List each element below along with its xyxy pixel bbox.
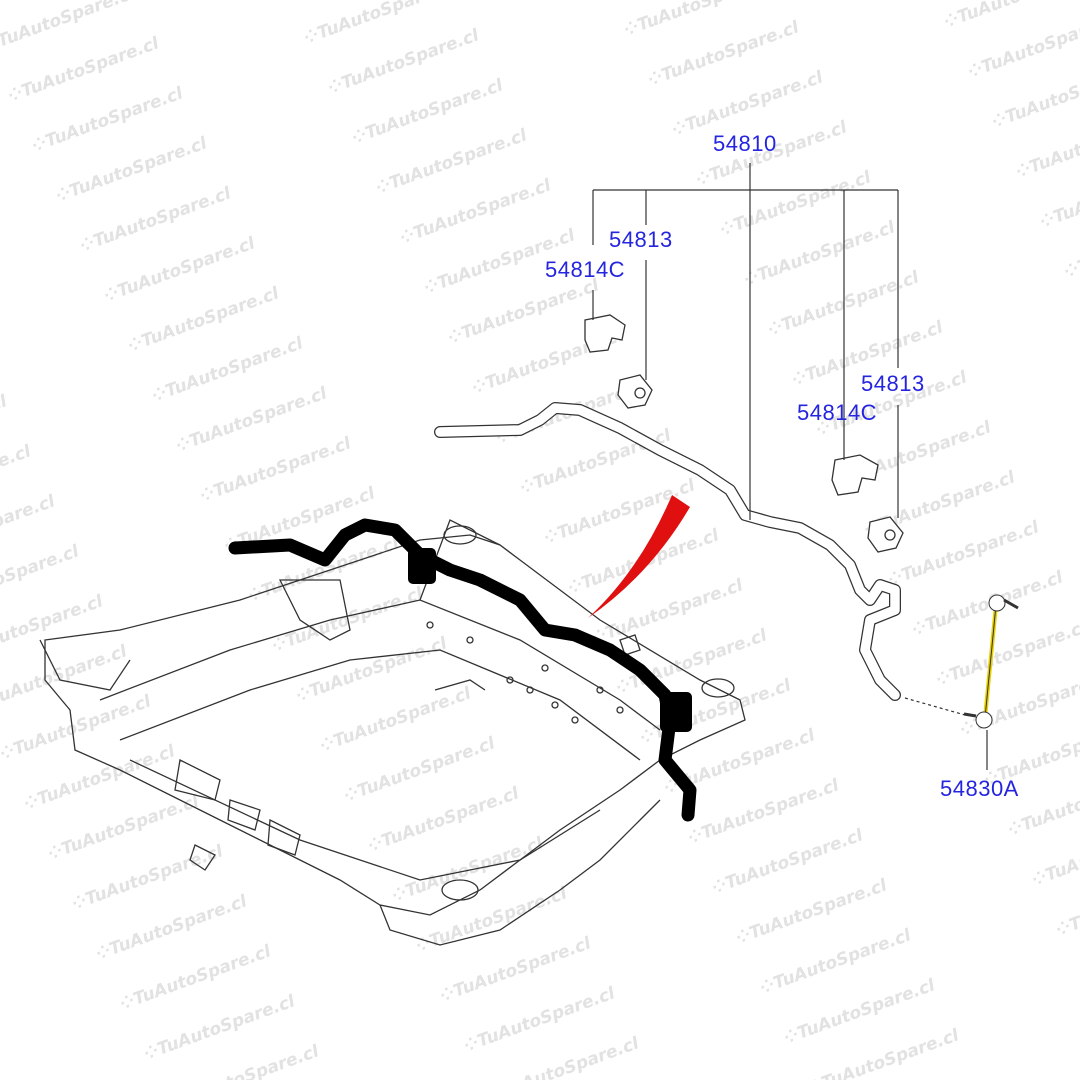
bushing-left-part[interactable] — [617, 374, 653, 409]
label-54813-right: 54813 — [861, 371, 925, 396]
label-54814c-right: 54814C — [797, 400, 878, 425]
installed-bushing-right — [660, 692, 692, 732]
stabilizer-link-part[interactable] — [963, 594, 1019, 729]
installed-stabilizer-bar[interactable] — [228, 518, 697, 822]
label-54810: 54810 — [713, 131, 777, 156]
label-54830a: 54830A — [940, 776, 1019, 801]
bracket-left-part[interactable] — [584, 314, 626, 353]
label-54814c-left: 54814C — [545, 257, 626, 282]
bracket-right-part[interactable] — [831, 454, 879, 496]
label-54813-left: 54813 — [609, 227, 673, 252]
red-arrow — [588, 495, 690, 618]
leader-lines — [592, 163, 988, 770]
subframe — [39, 519, 746, 946]
bushing-right-part[interactable] — [867, 516, 904, 553]
installed-bushing-left — [408, 548, 436, 584]
